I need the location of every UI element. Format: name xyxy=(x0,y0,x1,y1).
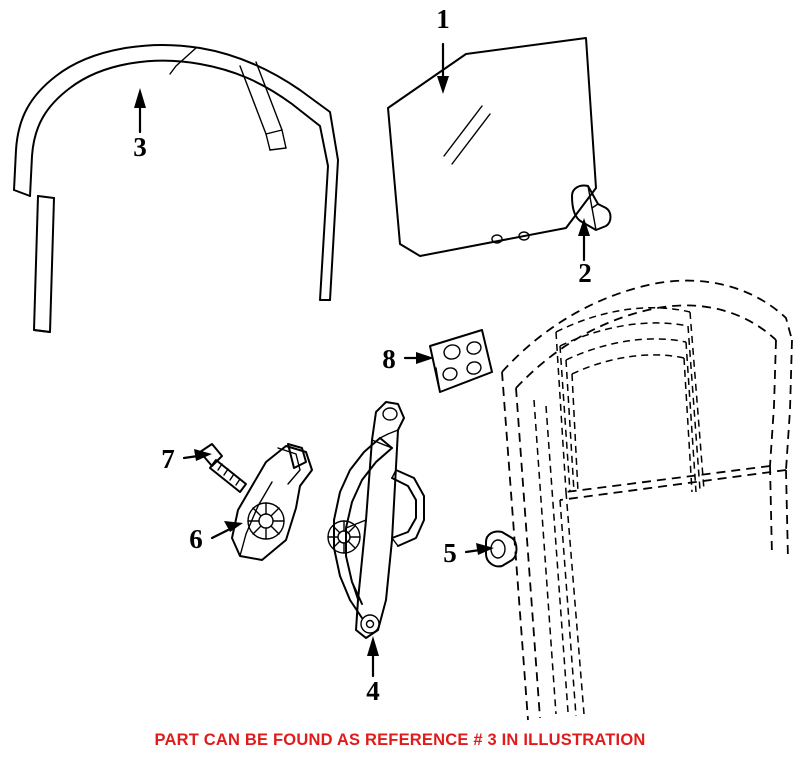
callout-number-4: 4 xyxy=(366,676,380,706)
part-window-guide-stopper xyxy=(571,184,612,231)
callout-leaders xyxy=(134,42,590,678)
part-regulator-bracket-plate xyxy=(429,329,493,393)
part-mounting-bolt xyxy=(199,443,247,493)
callout-number-8: 8 xyxy=(382,344,396,374)
callout-number-3: 3 xyxy=(133,132,147,162)
part-window-regulator xyxy=(327,401,425,639)
callout-number-7: 7 xyxy=(161,444,175,474)
reference-note: PART CAN BE FOUND AS REFERENCE # 3 IN IL… xyxy=(154,731,646,749)
part-window-regulator-motor xyxy=(231,443,313,561)
callout-number-2: 2 xyxy=(578,258,592,288)
part-door-window-glass xyxy=(387,37,597,257)
rear-door-frame-outline xyxy=(501,279,793,721)
callout-number-5: 5 xyxy=(443,538,457,568)
callout-number-1: 1 xyxy=(436,4,450,34)
part-window-run-channel-seal xyxy=(13,44,339,333)
callout-number-6: 6 xyxy=(189,524,203,554)
